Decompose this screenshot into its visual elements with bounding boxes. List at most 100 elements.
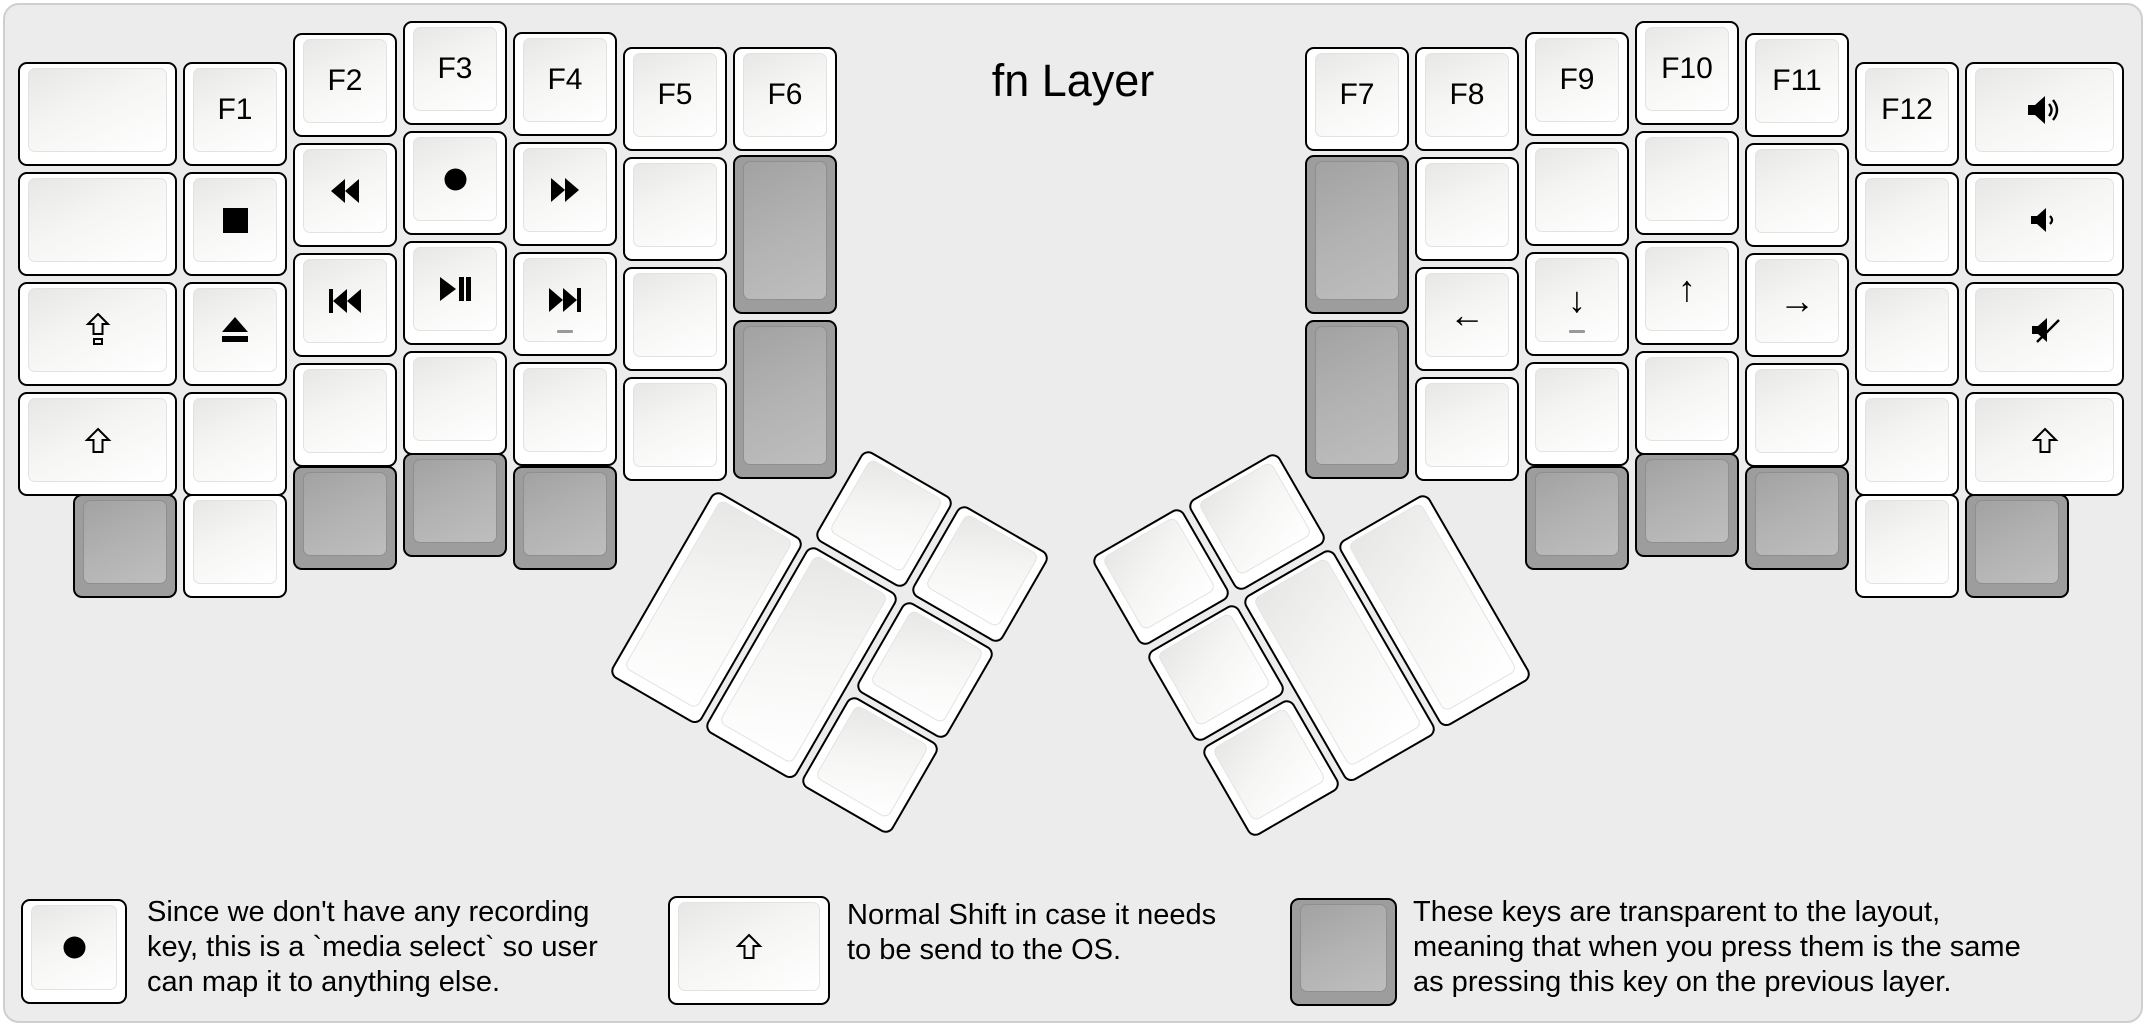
key-blank[interactable] — [1855, 494, 1959, 598]
key-f3[interactable]: F3 — [403, 21, 507, 125]
key-f2[interactable]: F2 — [293, 33, 397, 137]
keycap-top: F7 — [1315, 53, 1399, 137]
key-transparent[interactable] — [733, 320, 837, 479]
keycap-top — [83, 500, 167, 584]
keycap-top: F8 — [1425, 53, 1509, 137]
key-transparent[interactable] — [1525, 466, 1629, 570]
key-blank[interactable] — [623, 157, 727, 261]
key-transparent[interactable] — [293, 466, 397, 570]
key-blank[interactable] — [623, 377, 727, 481]
keycap-top — [1975, 500, 2059, 584]
key-transparent[interactable] — [1305, 155, 1409, 314]
key-media-select[interactable] — [403, 131, 507, 235]
key-blank[interactable] — [18, 62, 177, 166]
key-f10[interactable]: F10 — [1635, 21, 1739, 125]
key-f7[interactable]: F7 — [1305, 47, 1409, 151]
key-blank[interactable] — [293, 363, 397, 467]
keycap-top — [523, 472, 607, 556]
key-blank[interactable] — [1415, 157, 1519, 261]
layer-title: fn Layer — [991, 55, 1155, 106]
key-capslock[interactable] — [18, 282, 177, 386]
key-blank[interactable] — [403, 351, 507, 455]
key-blank[interactable] — [1745, 363, 1849, 467]
key-f5[interactable]: F5 — [623, 47, 727, 151]
key-blank[interactable] — [183, 494, 287, 598]
keycap-top — [1975, 68, 2114, 152]
key-transparent[interactable] — [513, 466, 617, 570]
key-f11[interactable]: F11 — [1745, 33, 1849, 137]
keycap-top — [1755, 369, 1839, 453]
keycap-top — [303, 369, 387, 453]
key-blank[interactable] — [1855, 282, 1959, 386]
key-arrow-down[interactable]: ↓ — [1525, 252, 1629, 356]
key-fast-forward[interactable] — [513, 142, 617, 246]
shift-icon — [2030, 427, 2060, 454]
keycap-top — [633, 383, 717, 467]
key-blank[interactable] — [1855, 172, 1959, 276]
play-pause-icon — [439, 276, 471, 302]
key-blank[interactable] — [1635, 131, 1739, 235]
key-f1[interactable]: F1 — [183, 62, 287, 166]
key-legend: F11 — [1772, 64, 1822, 97]
keycap-top — [523, 368, 607, 452]
keycap-top — [413, 459, 497, 543]
front-legend-underscore — [1569, 330, 1585, 333]
key-prev-track[interactable] — [293, 253, 397, 357]
key-transparent[interactable] — [73, 494, 177, 598]
keycap-top — [28, 68, 167, 152]
key-f12[interactable]: F12 — [1855, 62, 1959, 166]
key-transparent[interactable] — [1745, 466, 1849, 570]
key-shift[interactable] — [18, 392, 177, 496]
key-legend: F7 — [1339, 78, 1375, 111]
key-legend: → — [1779, 280, 1815, 321]
key-legend: ← — [1449, 294, 1485, 335]
keycap-top — [193, 178, 277, 262]
key-arrow-up[interactable]: ↑ — [1635, 241, 1739, 345]
key-play-pause[interactable] — [403, 241, 507, 345]
keycap-top — [1300, 904, 1387, 992]
key-transparent[interactable] — [1635, 453, 1739, 557]
key-blank[interactable] — [513, 362, 617, 466]
key-eject[interactable] — [183, 282, 287, 386]
key-transparent[interactable] — [1965, 494, 2069, 598]
key-f6[interactable]: F6 — [733, 47, 837, 151]
key-blank[interactable] — [183, 392, 287, 496]
keycap-top — [193, 288, 277, 372]
keycap-top — [413, 137, 497, 221]
key-f8[interactable]: F8 — [1415, 47, 1519, 151]
key-legend: F8 — [1449, 78, 1485, 111]
key-blank[interactable] — [623, 267, 727, 371]
keycap-top — [1865, 398, 1949, 482]
key-blank[interactable] — [1525, 362, 1629, 466]
key-blank[interactable] — [1855, 392, 1959, 496]
key-transparent[interactable] — [733, 155, 837, 314]
key-blank[interactable] — [1635, 351, 1739, 455]
key-blank[interactable] — [1745, 143, 1849, 247]
key-f9[interactable]: F9 — [1525, 32, 1629, 136]
key-f4[interactable]: F4 — [513, 32, 617, 136]
stop-icon — [222, 207, 248, 233]
key-transparent[interactable] — [1305, 320, 1409, 479]
key-blank[interactable] — [18, 172, 177, 276]
key-rewind[interactable] — [293, 143, 397, 247]
key-legend: ↑ — [1678, 268, 1696, 309]
front-legend-underscore — [557, 330, 573, 333]
key-blank[interactable] — [1415, 377, 1519, 481]
key-next-track[interactable] — [513, 252, 617, 356]
key-transparent[interactable] — [403, 453, 507, 557]
key-volume-up[interactable] — [1965, 62, 2124, 166]
key-arrow-left[interactable]: ← — [1415, 267, 1519, 371]
keycap-top: F10 — [1645, 27, 1729, 111]
key-mute[interactable] — [1965, 282, 2124, 386]
key-arrow-right[interactable]: → — [1745, 253, 1849, 357]
key-volume-down[interactable] — [1965, 172, 2124, 276]
volume-up-icon — [2027, 95, 2063, 125]
keycap-top — [303, 259, 387, 343]
keycap-top: F1 — [193, 68, 277, 152]
keycap-top — [1315, 326, 1399, 465]
key-shift[interactable] — [1965, 392, 2124, 496]
keycap-top — [1315, 161, 1399, 300]
key-stop[interactable] — [183, 172, 287, 276]
keycap-top — [1645, 137, 1729, 221]
key-blank[interactable] — [1525, 142, 1629, 246]
